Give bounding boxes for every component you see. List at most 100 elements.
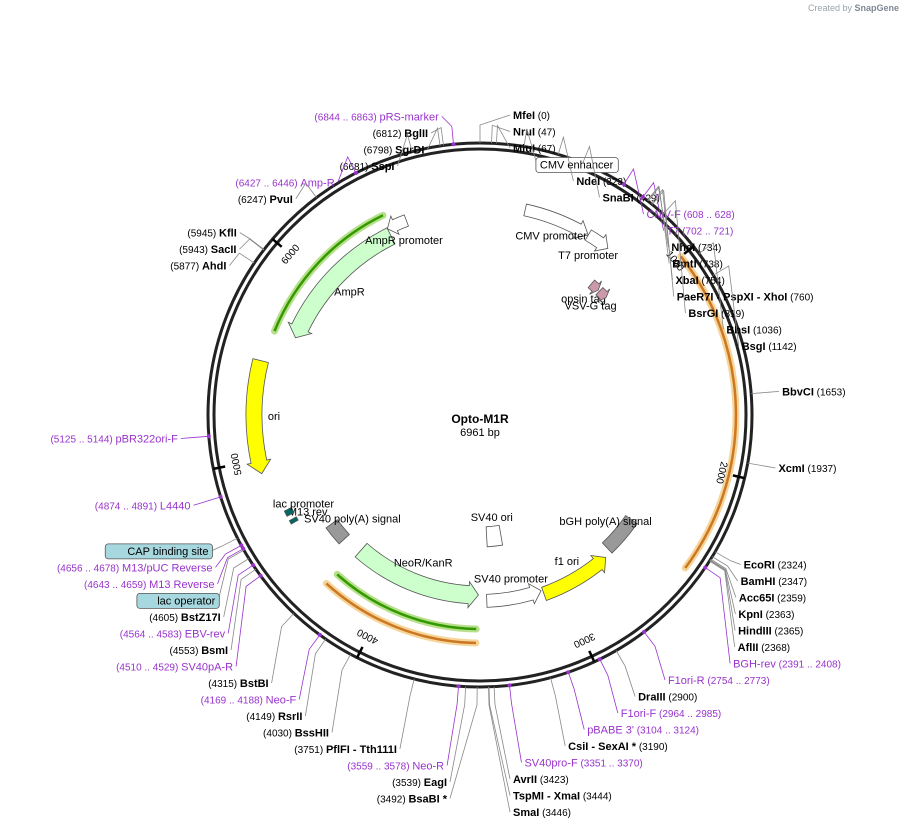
feature-tag-box-cmv-enhancer — [535, 157, 619, 173]
site-leader-lac-operator — [217, 549, 245, 601]
site-leader-cmv-f — [623, 167, 644, 215]
primer-range: (608 .. 628) — [681, 210, 735, 221]
ruler-tick-6000 — [271, 238, 283, 248]
enzyme-label-bbsi: BbsI (1036) — [726, 325, 782, 337]
feature-tag-cap-binding-site: CAP binding site — [127, 546, 208, 558]
arc-green-neo — [336, 573, 477, 631]
enzyme-position: (3446) — [539, 808, 571, 819]
primer-range: (4564 .. 4583) — [120, 629, 185, 640]
enzyme-label-nrui: NruI (47) — [513, 127, 556, 139]
enzyme-position: (3751) — [294, 745, 326, 756]
site-leader-snabi — [582, 145, 600, 198]
site-leader-m13-reverse — [217, 548, 244, 585]
enzyme-label-nhei: NheI (734) — [671, 242, 721, 254]
site-leader-bsgi — [713, 265, 740, 347]
enzyme-position: (2347) — [775, 577, 807, 588]
primer-mark-neo-f — [317, 632, 322, 637]
feature-label-bgh-poly-a-signal: bGH poly(A) signal — [559, 516, 651, 528]
primer-label-t7: T7 (702 .. 721) — [667, 226, 734, 238]
site-leader-xcmi — [747, 462, 776, 469]
site-leader-pbr322ori-f — [180, 435, 209, 439]
primer-name: SV40pA-R — [181, 661, 233, 673]
enzyme-name: MluI — [513, 143, 535, 155]
enzyme-label-bsrgi: BsrGI (819) — [688, 308, 744, 320]
enzyme-label-bstz17i: (4605) BstZ17I — [149, 612, 220, 624]
primer-mark-m13-puc-reverse — [239, 543, 244, 548]
enzyme-position: (738) — [697, 260, 723, 271]
enzyme-label-bglii: (6812) BglII — [373, 128, 429, 140]
credit-prefix: Created by — [807, 3, 852, 13]
enzyme-position: (3539) — [392, 778, 424, 789]
primer-range: (6427 .. 6446) — [235, 178, 300, 189]
enzyme-label-kfli: (5945) KflI — [187, 228, 236, 240]
enzyme-name: SmaI — [513, 807, 539, 819]
primer-mark-pbabe-3 — [566, 670, 571, 675]
enzyme-label-bbvci: BbvCI (1653) — [782, 386, 845, 398]
primer-mark-sv40pro-f — [507, 683, 512, 688]
feature-label-ori: ori — [268, 411, 280, 423]
enzyme-position: (734) — [695, 243, 721, 254]
site-leader-smai — [488, 686, 511, 813]
site-leader-bbsi — [698, 242, 724, 330]
enzyme-label-bsgi: BsgI (1142) — [742, 341, 797, 353]
feature-tag-box-cap-binding-site — [104, 543, 213, 560]
feature-label-t7-promoter: T7 promoter — [558, 250, 618, 262]
enzyme-position: (67) — [535, 144, 556, 155]
enzyme-position: (5877) — [170, 262, 202, 273]
primer-name: Amp-R — [300, 177, 334, 189]
enzyme-label-acc65i: Acc65I (2359) — [739, 593, 806, 605]
feature-label-sv40-ori: SV40 ori — [471, 512, 513, 524]
primer-label-f1ori-r: F1ori-R (2754 .. 2773) — [668, 675, 770, 687]
primer-label-amp-r: (6427 .. 6446) Amp-R — [235, 177, 334, 189]
enzyme-position: (3423) — [537, 775, 569, 786]
ruler-tick-2000 — [732, 474, 745, 480]
enzyme-position: (0) — [535, 111, 550, 122]
site-leader-pbabe-3 — [567, 672, 585, 730]
primer-label-prs-marker: (6844 .. 6863) pRS-marker — [314, 111, 439, 123]
primer-name: F1ori-F — [621, 708, 657, 720]
site-leader-prs-marker — [441, 116, 454, 145]
enzyme-label-rsrii: (4149) RsrII — [246, 711, 302, 723]
primer-label-cmv-f: CMV-F (608 .. 628) — [647, 209, 735, 221]
enzyme-position: (4553) — [170, 646, 202, 657]
enzyme-name: MfeI — [513, 110, 535, 122]
enzyme-position: (3492) — [377, 794, 409, 805]
enzyme-name: BglII — [404, 128, 428, 140]
primer-name: CMV-F — [647, 209, 682, 221]
enzyme-position: (2359) — [774, 594, 806, 605]
enzyme-name: PflFI — [326, 744, 350, 756]
ruler-label-2000: 2000 — [713, 460, 729, 485]
enzyme-position: (6247) — [238, 195, 270, 206]
enzyme-name: PaeR7I — [677, 292, 714, 304]
primer-range: (702 .. 721) — [679, 227, 733, 238]
feature-label-cmv-promoter: CMV promoter — [515, 231, 587, 243]
enzyme-name: SacII — [211, 244, 237, 256]
site-leader-kpni — [709, 559, 736, 615]
backbone-inner-strand — [212, 147, 748, 683]
primer-name: SV40pro-F — [524, 758, 577, 770]
plasmid-name: Opto-M1R — [451, 412, 509, 426]
enzyme-position: (6681) — [340, 162, 372, 173]
enzyme-name: EcoRI — [744, 560, 775, 572]
enzyme-name: BstBI — [240, 678, 269, 690]
primer-range: (4169 .. 4188) — [201, 695, 266, 706]
enzyme-name: BsgI — [742, 341, 766, 353]
primer-range: (6844 .. 6863) — [314, 112, 379, 123]
enzyme-name: NheI — [671, 242, 695, 254]
enzyme-name: BbsI — [726, 325, 750, 337]
enzyme-name: SnaBI — [603, 193, 634, 205]
enzyme-position: (6812) — [373, 129, 405, 140]
primer-name: pRS-marker — [379, 111, 439, 123]
enzyme-position: (2365) — [772, 627, 804, 638]
primer-mark-f1ori-r — [642, 629, 647, 634]
enzyme-position: (323) — [600, 177, 626, 188]
enzyme-label-csii: CsiI - SexAI * (3190) — [568, 741, 668, 753]
primer-range: (3559 .. 3578) — [347, 761, 412, 772]
enzyme-aliases: - Tth111I — [350, 744, 397, 756]
site-leader-tspmi — [488, 686, 511, 796]
feature-sv40-promoter — [486, 582, 542, 608]
primer-label-pbabe-3: pBABE 3' (3104 .. 3124) — [587, 725, 699, 737]
